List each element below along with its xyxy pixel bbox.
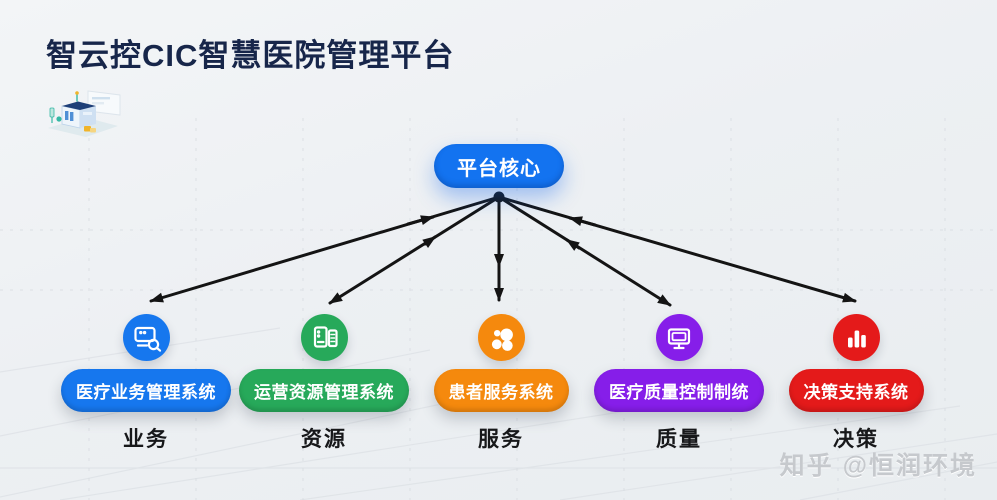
connector-decision-back [568,216,597,227]
documents-icon [300,314,348,361]
connector-decision [497,195,857,303]
connector-business-back [406,215,435,226]
node-quality: 医疗质量控制制统 质量 [591,314,767,453]
label-resource: 资源 [301,428,347,451]
node-decision: 决策支持系统 决策 [768,314,944,453]
bar-chart-icon [832,314,880,361]
connector-quality [497,195,672,307]
connector-business [149,195,501,303]
label-business: 业务 [123,428,169,451]
hub-dot [493,191,505,203]
label-decision: 决策 [833,428,879,451]
connector-resource [328,195,501,305]
label-quality: 质量 [656,428,702,451]
label-service: 服务 [478,428,524,451]
monitor-icon [655,314,703,361]
connector-resource-back [422,235,437,248]
node-business: 医疗业务管理系统 业务 [58,314,234,453]
node-resource: 运营资源管理系统 资源 [236,314,412,453]
center-node-platform-core: 平台核心 [434,144,564,188]
hospital-illustration-icon [48,90,121,137]
watermark: 知乎 @恒润环境 [779,452,977,480]
pill-service-system: 患者服务系统 [433,369,569,412]
page-title: 智云控CIC智慧医院管理平台 [46,38,455,73]
connector-quality-back [565,238,581,251]
pill-business-system: 医疗业务管理系统 [61,369,231,412]
pill-resource-system: 运营资源管理系统 [239,369,409,412]
monitor-search-icon [122,314,170,361]
node-service: 患者服务系统 服务 [413,314,589,453]
pill-quality-system: 医疗质量控制制统 [594,369,764,412]
bubbles-cluster-icon [477,314,525,361]
pill-decision-system: 决策支持系统 [788,369,924,412]
